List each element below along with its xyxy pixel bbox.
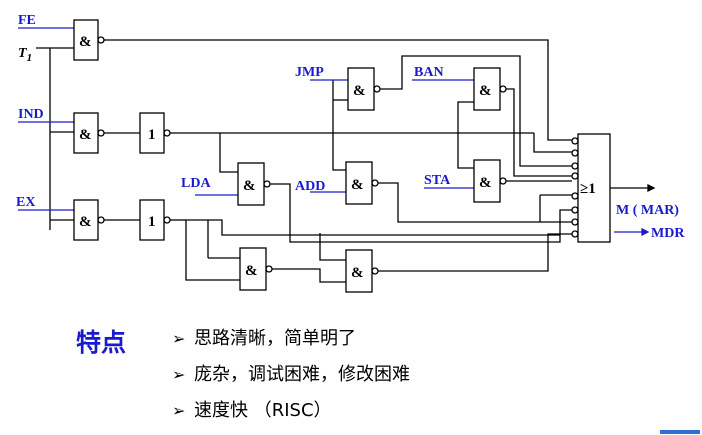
wire-g1-out (104, 39, 572, 141)
wire-ex-or (186, 219, 560, 236)
features-title: 特点 (76, 328, 127, 357)
gate-not2-symbol: 1 (148, 214, 156, 230)
wire-ind-or (533, 133, 572, 153)
feature-text-2: 庞杂，调试困难，修改困难 (194, 364, 410, 385)
gate-or-symbol: ≥1 (580, 181, 596, 197)
bubble-sta (499, 177, 507, 185)
gate-g3-symbol: & (79, 214, 92, 230)
bubble-g3 (97, 216, 105, 224)
label-ind: IND (18, 107, 44, 122)
bubble-g2 (97, 129, 105, 137)
wire-low1-out (272, 268, 346, 283)
gate-lda-symbol: & (243, 178, 256, 194)
label-jmp: JMP (295, 65, 324, 80)
label-mdr: MDR (651, 226, 685, 241)
bubble-low1 (265, 265, 273, 273)
arrow-mdr (641, 227, 650, 237)
feature-item-3: ➢ 速度快 （RISC） (172, 396, 410, 432)
label-fe: FE (18, 13, 36, 28)
label-ban: BAN (414, 65, 444, 80)
wire-lda-in (219, 133, 238, 173)
wire-lda-or (289, 209, 572, 243)
gate-g1-symbol: & (79, 34, 92, 50)
wire-sta-in (457, 133, 474, 169)
gate-add-symbol: & (351, 177, 364, 193)
wire-low2-out (378, 233, 572, 272)
gate-g2-symbol: & (79, 127, 92, 143)
bullet-arrow-icon: ➢ (172, 401, 186, 420)
bubble-low2 (371, 267, 379, 275)
wire-add-out (378, 182, 572, 223)
gate-low2-symbol: & (351, 265, 364, 281)
bubble-not-1 (163, 129, 171, 137)
feature-item-2: ➢ 庞杂，调试困难，修改困难 (172, 360, 410, 396)
label-m-mar: M ( MAR) (616, 203, 679, 218)
bubble-ban (499, 85, 507, 93)
label-add: ADD (295, 179, 325, 194)
wire-jmp-out (380, 55, 572, 167)
wire-lda-out (270, 183, 291, 234)
wire-ban-in (457, 101, 474, 133)
bubble-not-2 (163, 216, 171, 224)
bubble-g1 (97, 36, 105, 44)
gate-jmp-symbol: & (353, 83, 366, 99)
label-ex: EX (16, 195, 35, 210)
features-list: ➢ 思路清晰，简单明了 ➢ 庞杂，调试困难，修改困难 ➢ 速度快 （RISC） (172, 324, 410, 432)
feature-item-1: ➢ 思路清晰，简单明了 (172, 324, 410, 360)
label-lda: LDA (181, 176, 211, 191)
bullet-arrow-icon: ➢ (172, 329, 186, 348)
feature-text-1: 思路清晰，简单明了 (194, 328, 356, 349)
arrow-or-out (647, 183, 656, 193)
gate-sta-symbol: & (479, 175, 492, 191)
bullet-arrow-icon: ➢ (172, 365, 186, 384)
gate-ban-symbol: & (479, 83, 492, 99)
accent-bar (660, 430, 700, 434)
bubble-jmp (373, 85, 381, 93)
wire-ban-out (506, 88, 572, 177)
label-t1: T1 (18, 46, 32, 64)
wire-low2-in (319, 233, 346, 261)
gate-low1-symbol: & (245, 263, 258, 279)
wire-add-in (332, 80, 346, 171)
wire-ex-low (185, 220, 240, 281)
feature-text-3: 速度快 （RISC） (194, 400, 332, 421)
label-sta: STA (424, 173, 451, 188)
bubble-add (371, 179, 379, 187)
or-input-bubbles (571, 137, 579, 238)
bubble-lda (263, 180, 271, 188)
gate-not1-symbol: 1 (148, 127, 156, 143)
